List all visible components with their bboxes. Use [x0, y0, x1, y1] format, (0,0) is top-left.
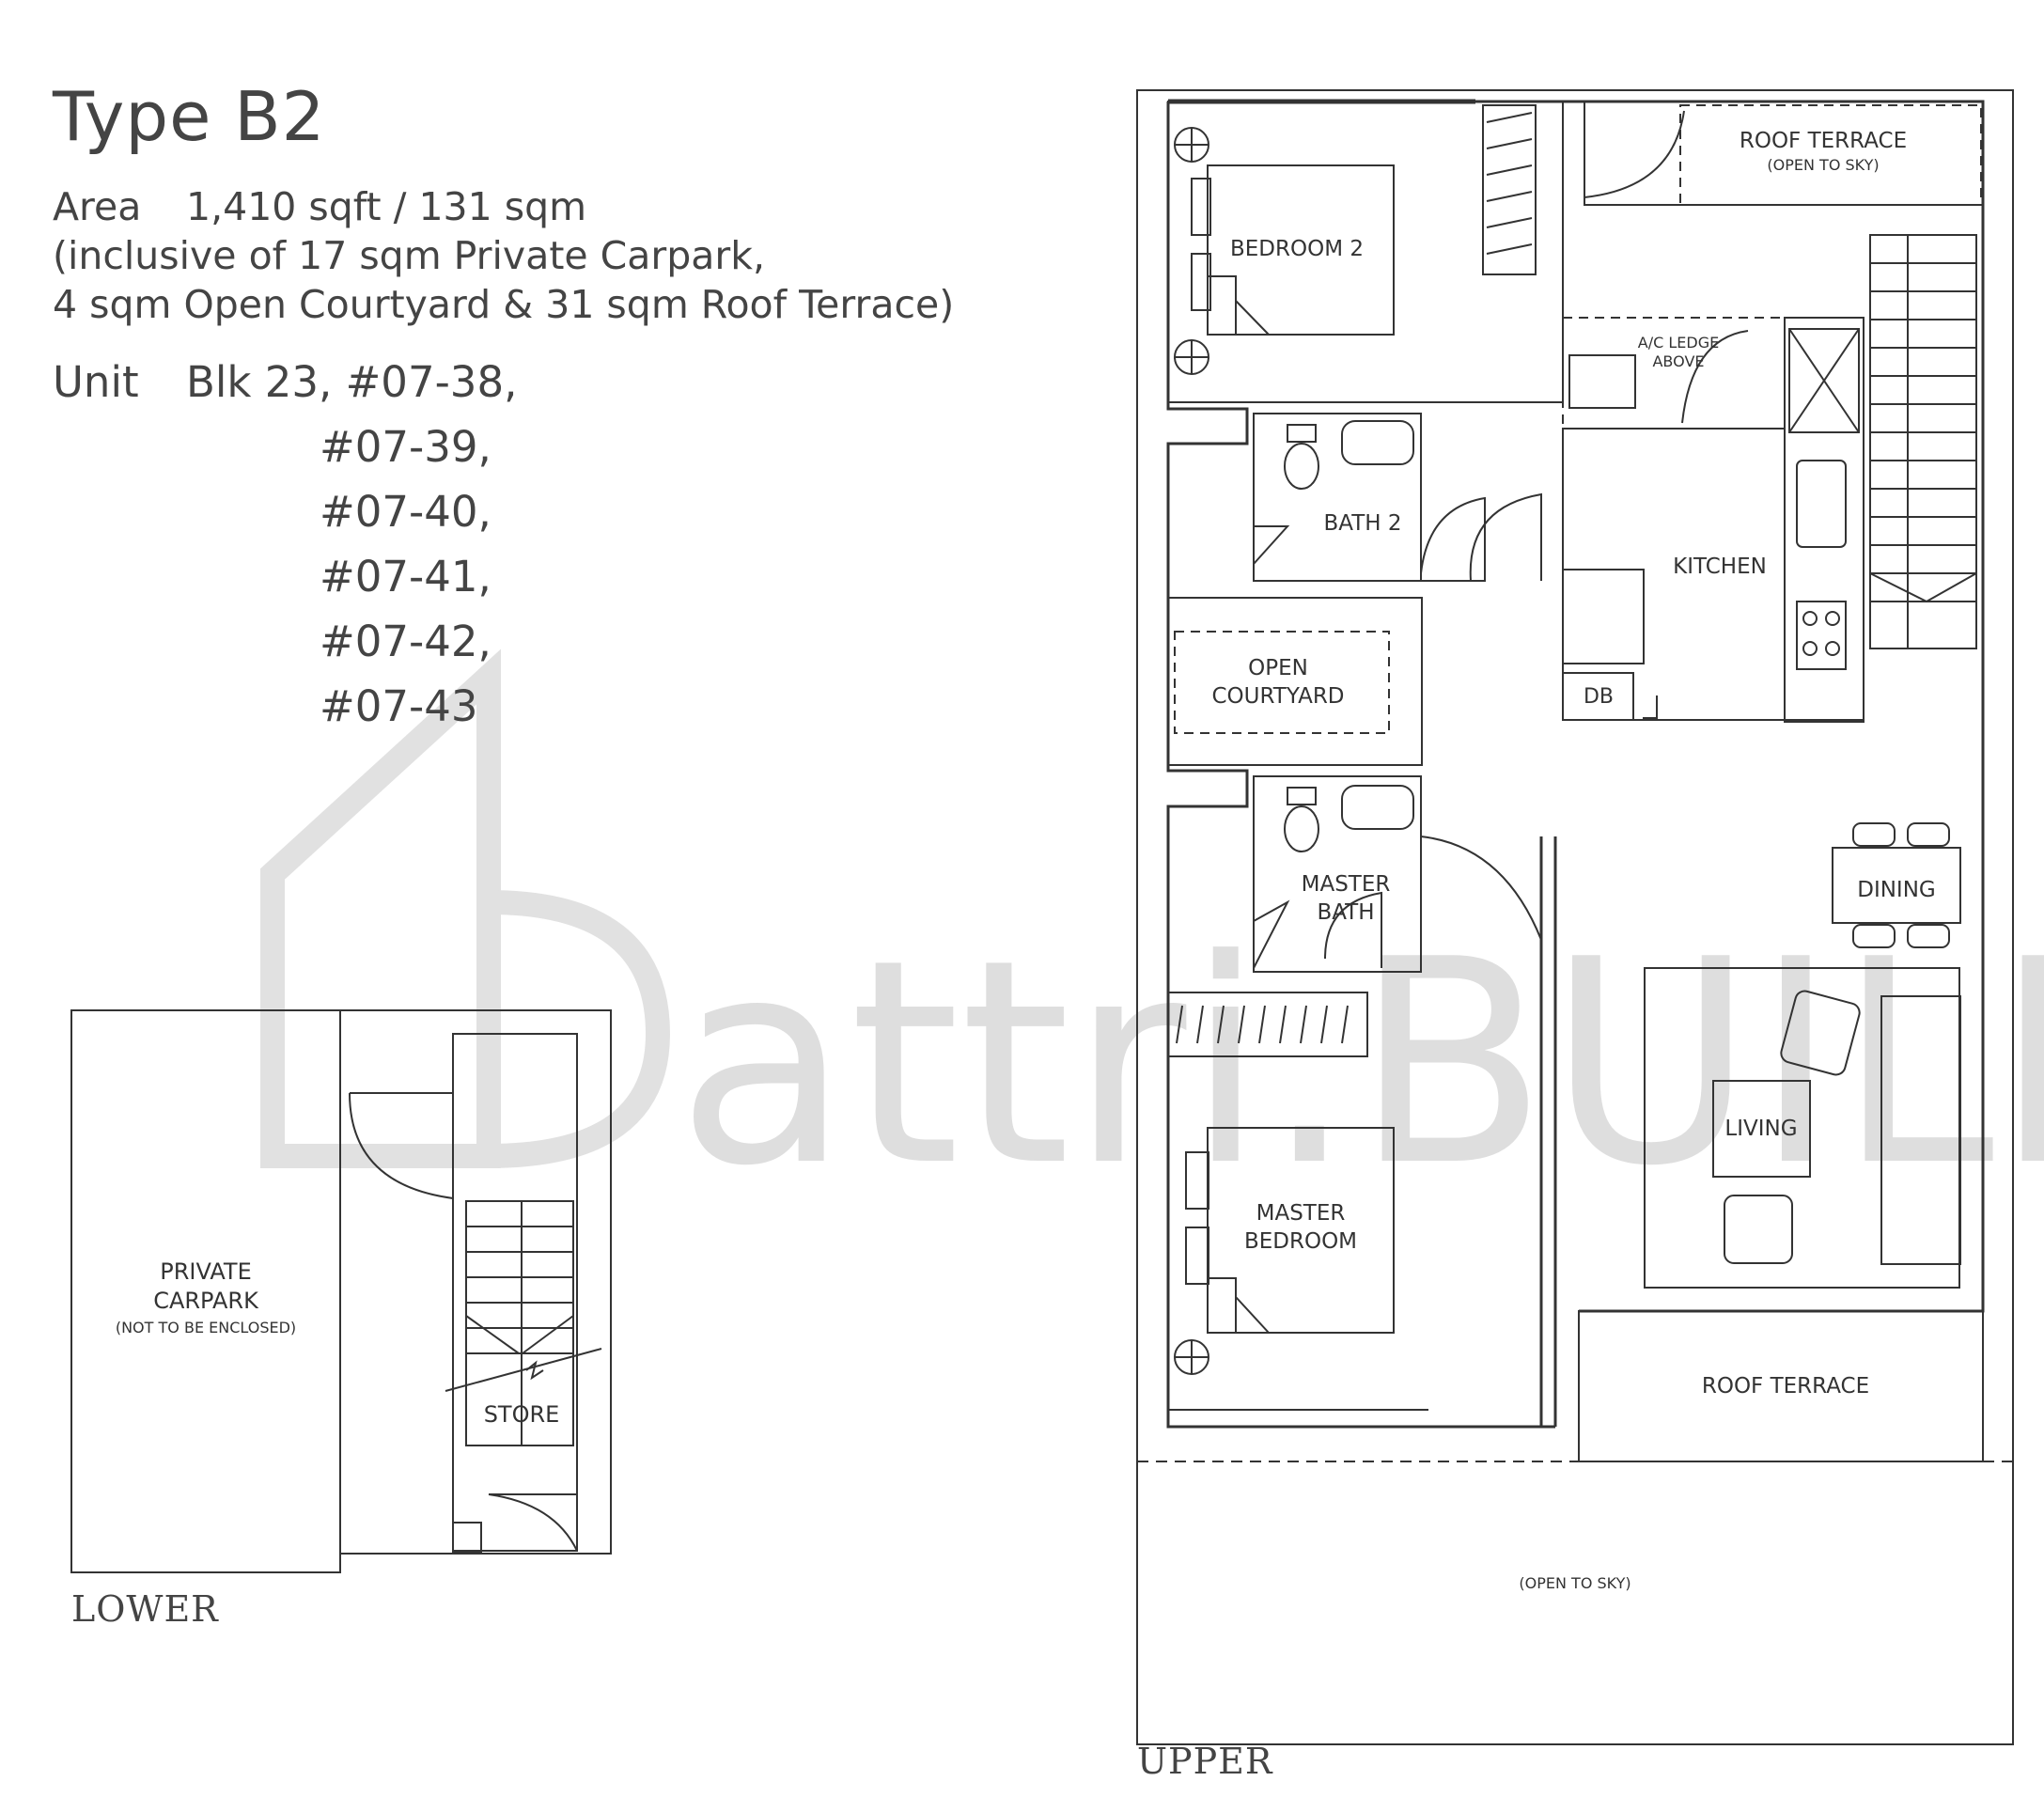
open-to-sky-bottom-label: (OPEN TO SKY) — [1519, 1574, 1631, 1592]
db-label: DB — [1584, 685, 1614, 709]
master-bedroom-label-1: MASTER — [1256, 1201, 1346, 1226]
unit-item: Blk 23, #07-38, — [186, 357, 518, 407]
bedroom-2-label: BEDROOM 2 — [1230, 237, 1364, 261]
area-note-1: (inclusive of 17 sqm Private Carpark, — [53, 233, 766, 278]
unit-info: Type B2 Area 1,410 sqft / 131 sqm (inclus… — [53, 77, 954, 739]
stairs-lower — [445, 1200, 602, 1446]
unit-list: Unit Blk 23, #07-38, #07-39, #07-40, #07-… — [53, 350, 954, 739]
upper-outer-boundary — [1136, 89, 2014, 1745]
upper-caption: UPPER — [1137, 1741, 1273, 1782]
unit-item: #07-43 — [320, 681, 478, 731]
area-line: Area 1,410 sqft / 131 sqm — [53, 182, 954, 231]
ac-ledge-label-2: ABOVE — [1652, 352, 1704, 370]
lower-caption: LOWER — [71, 1588, 219, 1630]
living-label: LIVING — [1724, 1117, 1797, 1141]
stairs-upper — [1869, 234, 1977, 649]
unit-label: Unit — [53, 357, 139, 407]
dining-label: DINING — [1857, 878, 1936, 902]
carpark-label-2: CARPARK — [153, 1288, 259, 1314]
bath-2-label: BATH 2 — [1323, 511, 1401, 536]
wardrobe-master-bedroom — [1176, 1005, 1349, 1044]
master-bath-label-1: MASTER — [1302, 872, 1391, 897]
roof-terrace-bottom-label: ROOF TERRACE — [1702, 1374, 1869, 1399]
unit-item: #07-40, — [320, 487, 491, 537]
area-label: Area — [53, 184, 142, 229]
master-bedroom-label-2: BEDROOM — [1244, 1229, 1357, 1254]
unit-item: #07-41, — [320, 552, 491, 602]
area-value: 1,410 sqft / 131 sqm — [186, 184, 587, 229]
carpark-label-1: PRIVATE — [160, 1258, 252, 1285]
courtyard-label-2: COURTYARD — [1211, 684, 1344, 709]
unit-item: #07-39, — [320, 422, 491, 472]
unit-item: #07-42, — [320, 617, 491, 666]
ac-ledge-label-1: A/C LEDGE — [1638, 334, 1719, 352]
watermark-text: attri.BUILD — [677, 899, 2044, 1227]
courtyard-label-1: OPEN — [1248, 656, 1308, 680]
kitchen-label: KITCHEN — [1673, 555, 1767, 579]
master-bath-label-2: BATH — [1317, 900, 1374, 925]
area-note-2: 4 sqm Open Courtyard & 31 sqm Roof Terra… — [53, 282, 955, 327]
open-to-sky-top-label: (OPEN TO SKY) — [1767, 156, 1879, 174]
roof-terrace-top-label: ROOF TERRACE — [1740, 129, 1907, 153]
unit-type-title: Type B2 — [53, 77, 326, 156]
wardrobe-bedroom-2 — [1486, 112, 1533, 255]
store-label: STORE — [484, 1401, 560, 1428]
carpark-note: (NOT TO BE ENCLOSED) — [116, 1319, 296, 1336]
